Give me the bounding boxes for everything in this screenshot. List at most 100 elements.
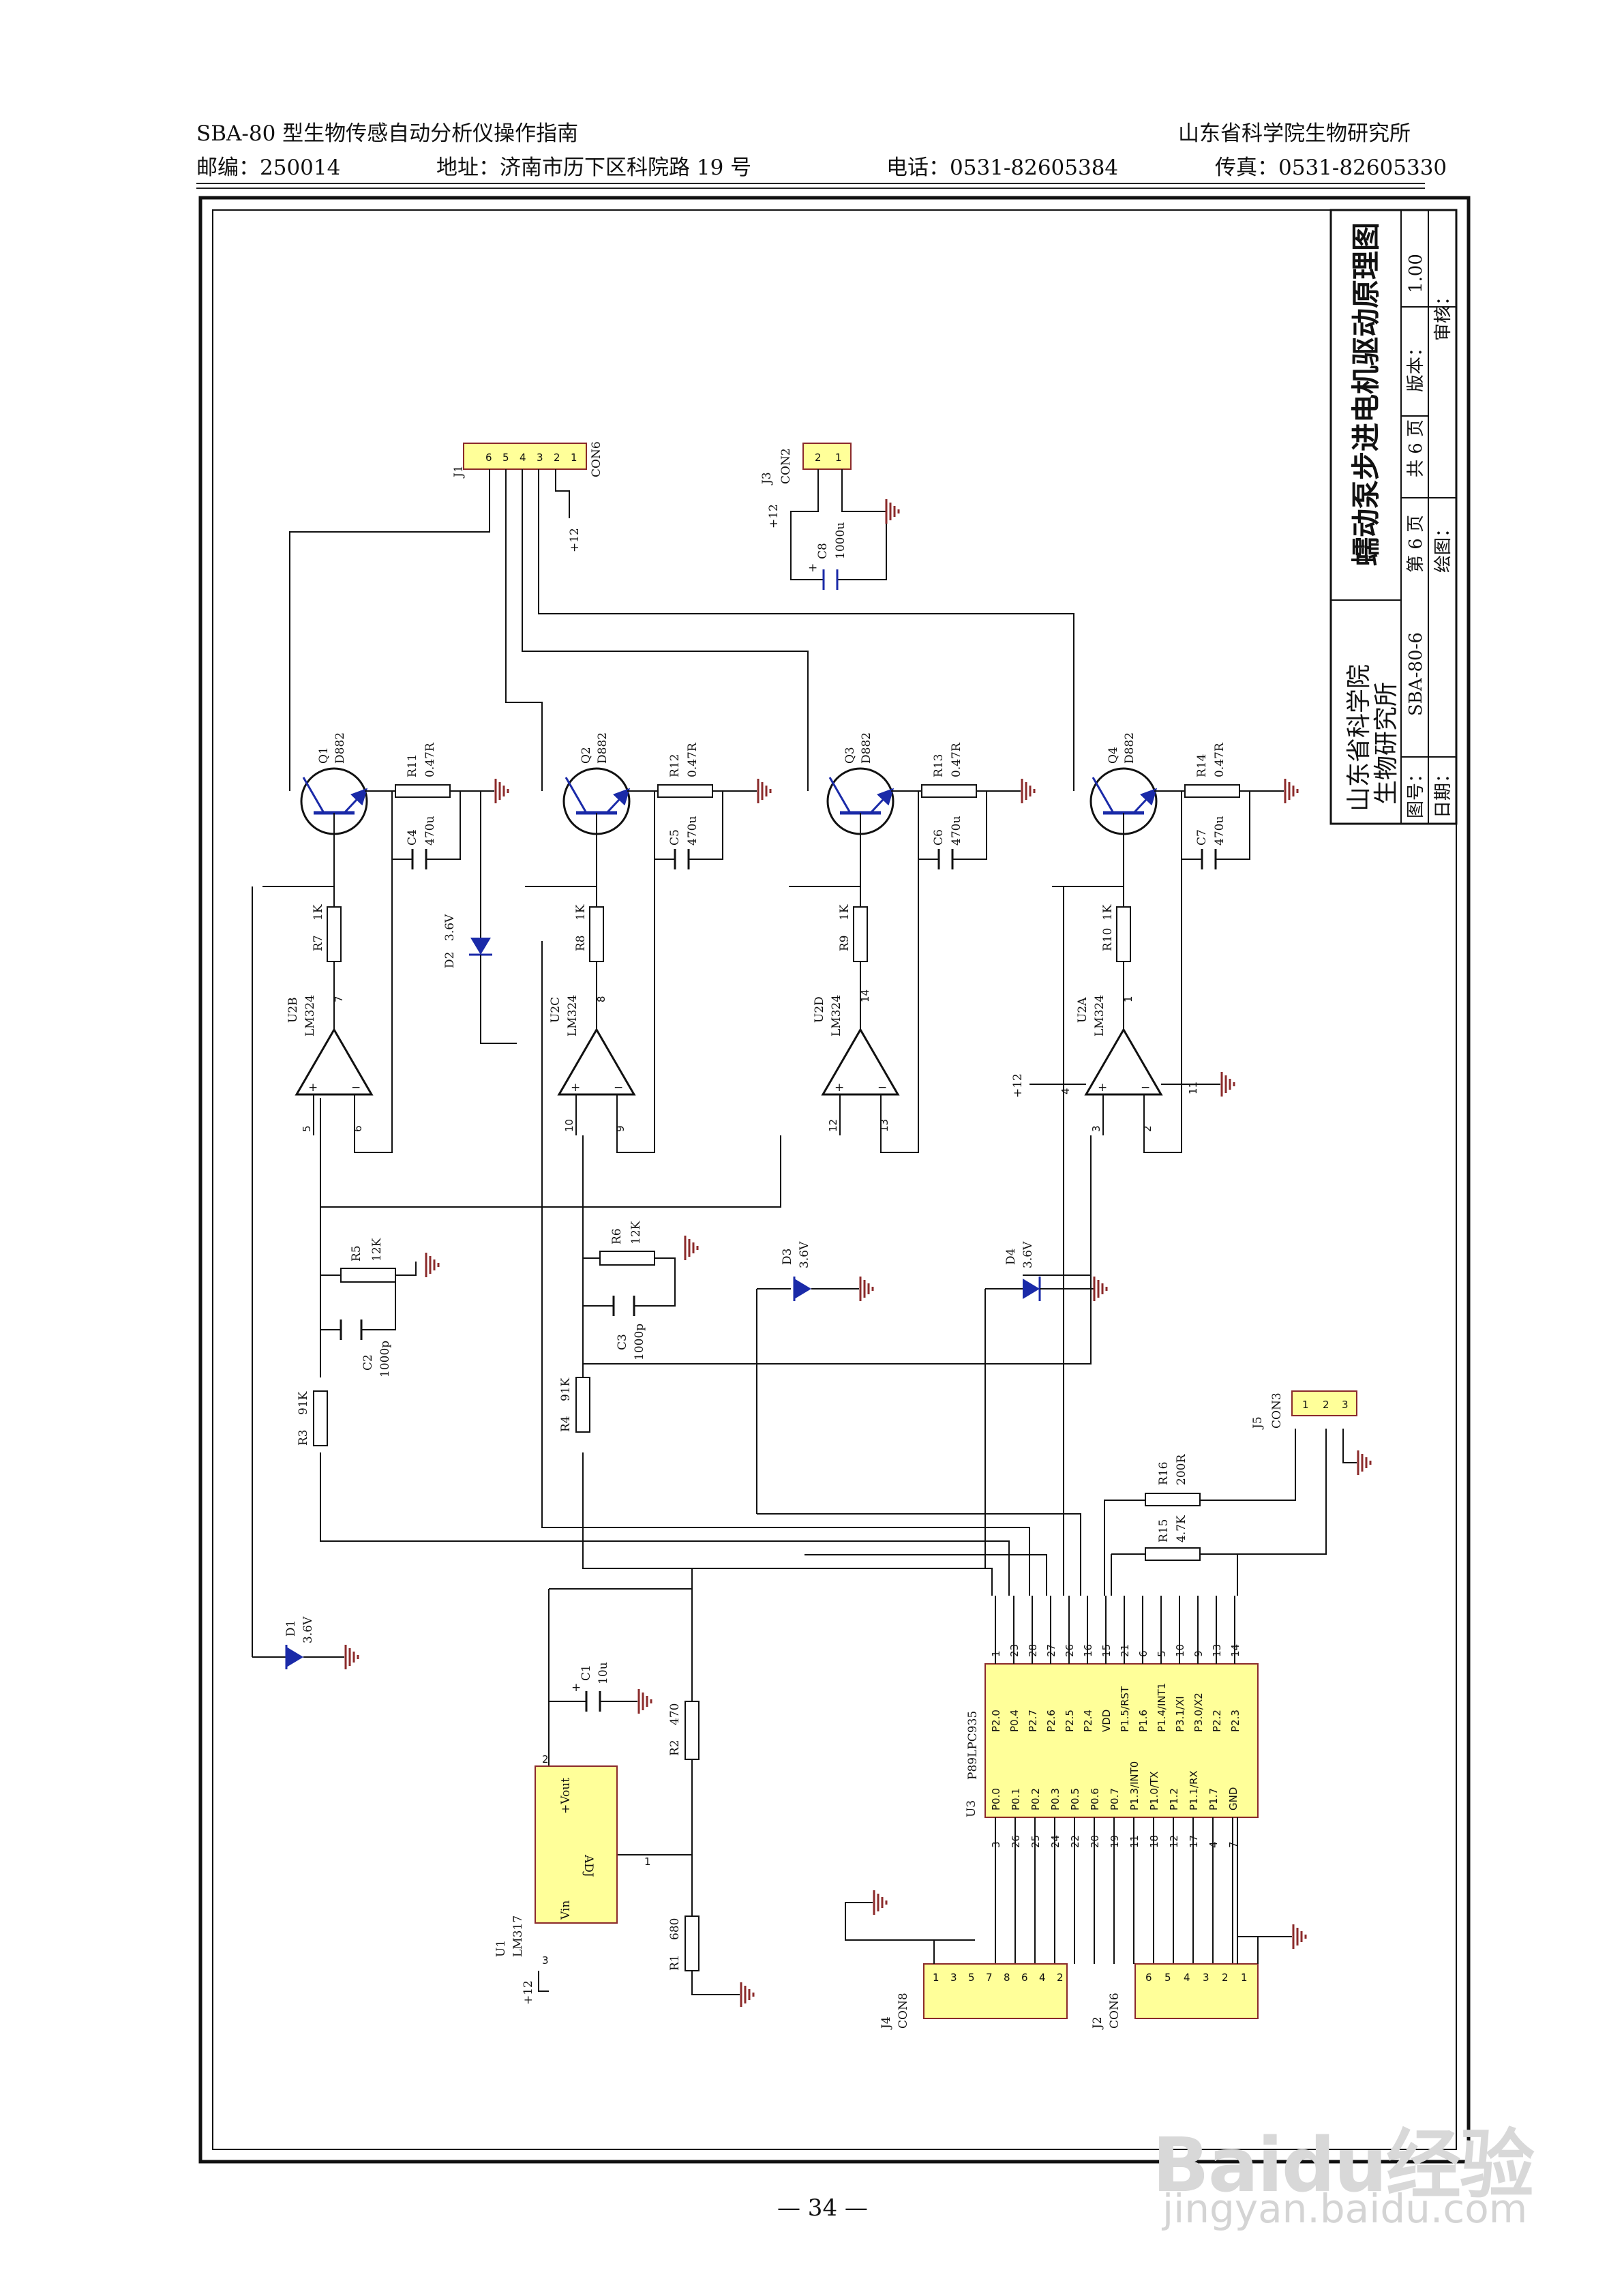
svg-text:12K: 12K <box>370 1238 384 1262</box>
svg-text:D1: D1 <box>284 1620 298 1637</box>
page-number: — 34 — <box>777 2194 868 2222</box>
svg-text:0.47R: 0.47R <box>1213 742 1227 777</box>
svg-text:C7: C7 <box>1195 829 1209 846</box>
svg-text:11: 11 <box>1187 1082 1199 1094</box>
svg-text:9: 9 <box>614 1125 627 1132</box>
svg-text:10u: 10u <box>597 1662 610 1684</box>
svg-text:6: 6 <box>352 1125 364 1132</box>
mcu-u3: U3 P89LPC935 1P2.023P0.428P2.727P2.626P2… <box>965 1596 1259 1964</box>
svg-text:3: 3 <box>950 1971 957 1984</box>
baidu-watermark-logo: Baidu经验 <box>1152 2121 1535 2209</box>
zener-d3: D3 3.6V <box>781 1241 859 1301</box>
mcu-bus-wires <box>541 886 1081 1596</box>
connector-j3: 2 1 J3 CON2 +12 <box>760 443 852 528</box>
svg-text:3: 3 <box>990 1841 1002 1848</box>
svg-text:4: 4 <box>1184 1971 1190 1984</box>
divider-wires <box>252 886 1092 1657</box>
svg-text:0.47R: 0.47R <box>423 742 437 777</box>
svg-text:P3.1/XI: P3.1/XI <box>1174 1696 1186 1732</box>
header-rule <box>196 183 1425 184</box>
svg-text:4: 4 <box>1059 1088 1072 1094</box>
resistor-r4: R4 91K <box>559 1377 590 1433</box>
svg-text:P0.2: P0.2 <box>1029 1788 1042 1810</box>
j1-wires <box>289 469 1074 791</box>
svg-text:6: 6 <box>1145 1971 1152 1984</box>
svg-text:14: 14 <box>859 989 871 1002</box>
svg-text:−: − <box>1141 1081 1150 1094</box>
svg-text:Q4: Q4 <box>1107 747 1120 764</box>
svg-text:P1.4/INT1: P1.4/INT1 <box>1156 1683 1168 1732</box>
svg-text:LM317: LM317 <box>511 1915 525 1957</box>
svg-text:+12: +12 <box>522 1980 535 2005</box>
inner-frame <box>212 209 1457 2150</box>
version-label: 版本： <box>1406 339 1426 392</box>
svg-text:13: 13 <box>1211 1644 1223 1657</box>
drawing-no-label: 图号： <box>1406 765 1426 818</box>
zener-d1: D1 3.6V <box>252 1616 344 1669</box>
svg-text:C5: C5 <box>668 829 682 846</box>
svg-text:2: 2 <box>1141 1125 1154 1132</box>
svg-text:4.7K: 4.7K <box>1175 1515 1188 1542</box>
svg-text:10: 10 <box>1174 1644 1186 1657</box>
svg-text:1000p: 1000p <box>378 1341 392 1377</box>
svg-text:8: 8 <box>1004 1971 1010 1984</box>
svg-text:18: 18 <box>1148 1835 1160 1848</box>
resistor-r14 <box>1184 784 1240 798</box>
svg-text:R15: R15 <box>1157 1519 1171 1542</box>
capacitor-c3: C3 1000p <box>612 1296 646 1360</box>
opamp-u2a <box>1084 1028 1163 1096</box>
drawn-label: 绘图： <box>1433 520 1454 573</box>
svg-text:3: 3 <box>542 1954 549 1967</box>
svg-text:17: 17 <box>1188 1835 1200 1848</box>
svg-text:28: 28 <box>1027 1644 1039 1657</box>
svg-text:5: 5 <box>1156 1650 1168 1657</box>
svg-text:10: 10 <box>563 1119 575 1132</box>
svg-text:GND: GND <box>1227 1787 1239 1810</box>
svg-text:3: 3 <box>1203 1971 1209 1984</box>
svg-text:+12: +12 <box>1011 1073 1025 1098</box>
svg-text:R12: R12 <box>668 754 682 777</box>
svg-text:R5: R5 <box>350 1245 363 1262</box>
resistor-r15: R15 4.7K <box>1145 1515 1201 1561</box>
svg-text:3.6V: 3.6V <box>301 1616 315 1643</box>
svg-text:ADJ: ADJ <box>582 1854 595 1877</box>
svg-text:15: 15 <box>1100 1644 1113 1657</box>
svg-text:D2: D2 <box>443 952 457 968</box>
svg-text:R11: R11 <box>406 754 419 777</box>
resistor-r10 <box>1116 906 1131 962</box>
svg-text:P0.3: P0.3 <box>1049 1788 1062 1810</box>
svg-text:P1.0/TX: P1.0/TX <box>1148 1772 1160 1810</box>
svg-text:1K: 1K <box>838 904 852 921</box>
svg-text:−: − <box>877 1081 887 1094</box>
svg-text:CON6: CON6 <box>1108 1993 1122 2029</box>
svg-text:P1.3/INT0: P1.3/INT0 <box>1128 1761 1141 1810</box>
svg-text:R8: R8 <box>574 935 588 951</box>
svg-text:2: 2 <box>1323 1399 1329 1411</box>
svg-text:R2: R2 <box>668 1740 682 1756</box>
svg-text:R3: R3 <box>297 1429 310 1446</box>
svg-text:P2.3: P2.3 <box>1229 1710 1242 1732</box>
svg-text:9: 9 <box>1192 1650 1205 1657</box>
svg-text:CON2: CON2 <box>779 448 793 484</box>
resistor-r13 <box>921 784 977 798</box>
svg-text:P2.6: P2.6 <box>1045 1710 1057 1732</box>
svg-text:J5: J5 <box>1251 1416 1265 1430</box>
svg-text:P2.2: P2.2 <box>1211 1710 1223 1732</box>
svg-text:R4: R4 <box>559 1416 573 1432</box>
opamp-u2d <box>821 1028 900 1096</box>
svg-text:J3: J3 <box>760 472 774 486</box>
svg-text:J2: J2 <box>1091 2016 1104 2030</box>
opamp-u2c <box>557 1028 636 1096</box>
svg-text:0.47R: 0.47R <box>950 742 963 777</box>
svg-text:1K: 1K <box>1101 904 1115 921</box>
zener-d2: D23.6V <box>443 791 517 1044</box>
svg-text:U2D: U2D <box>813 996 826 1023</box>
svg-text:7: 7 <box>333 996 345 1002</box>
svg-text:P1.1/RX: P1.1/RX <box>1188 1770 1200 1810</box>
svg-text:200R: 200R <box>1175 1454 1188 1485</box>
svg-text:Q3: Q3 <box>843 747 857 764</box>
svg-text:D3: D3 <box>781 1249 794 1265</box>
